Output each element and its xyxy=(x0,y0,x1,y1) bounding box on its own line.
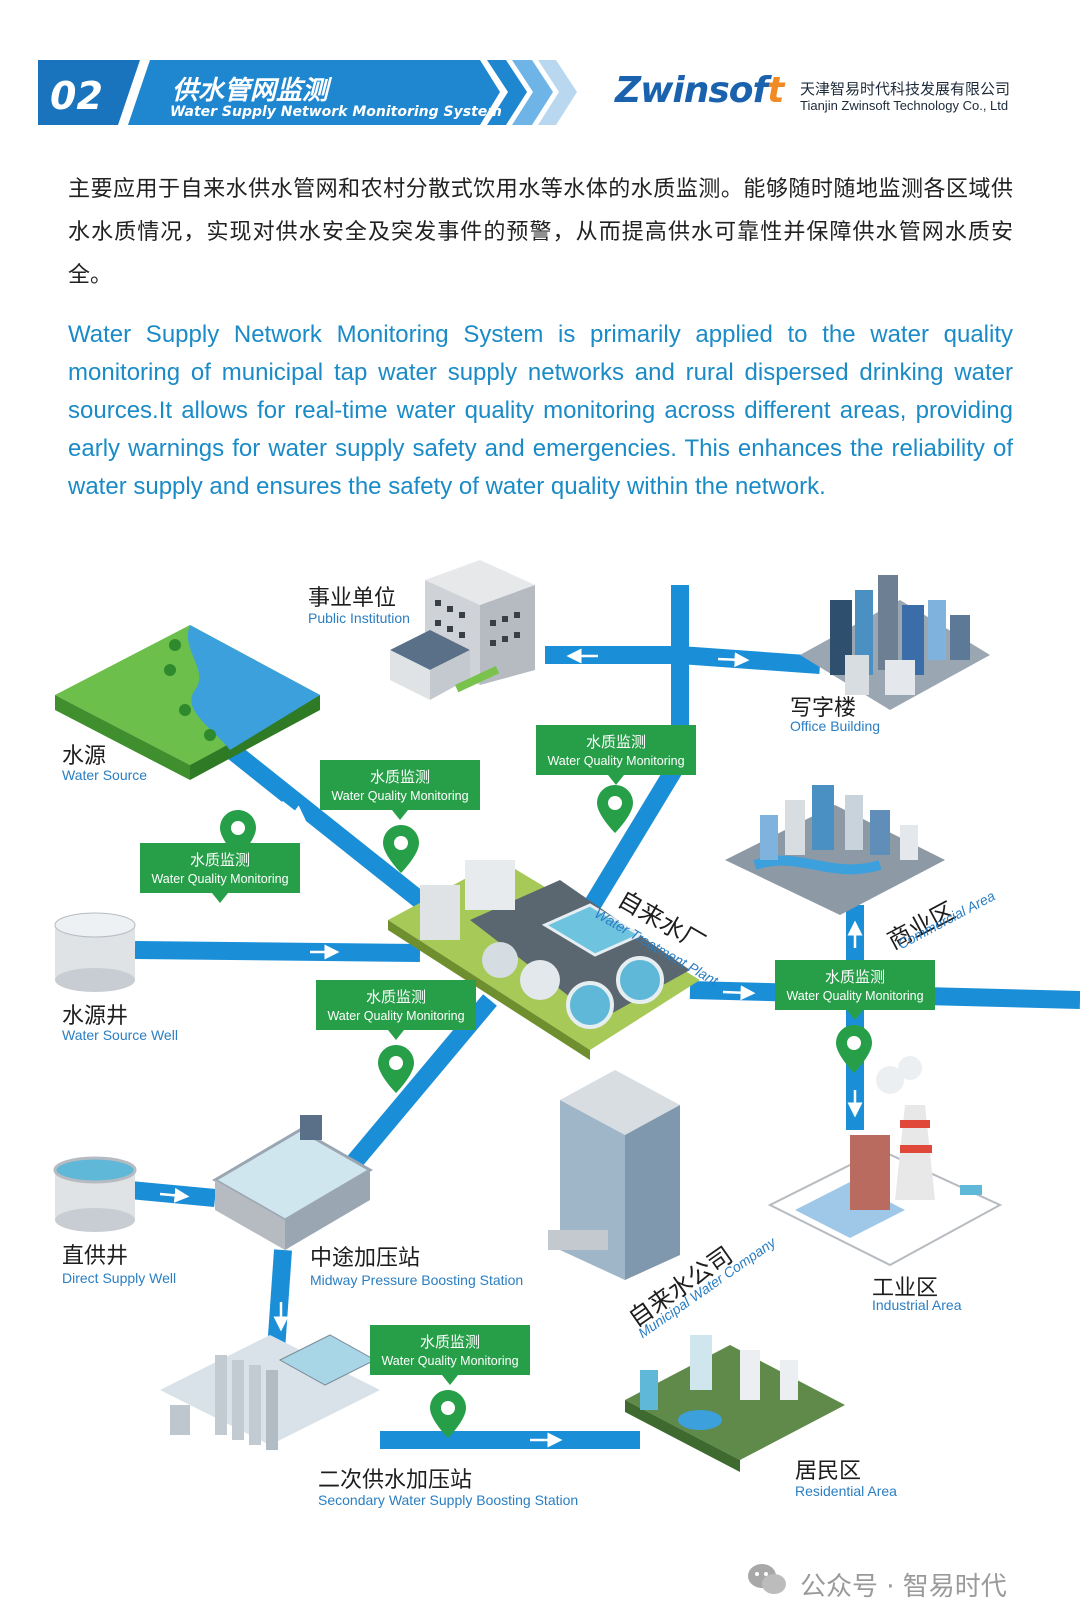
watermark-text: 公众号 · 智易时代 xyxy=(800,1572,1007,1602)
intro-text-zh: 主要应用于自来水供水管网和农村分散式饮用水等水体的水质监测。能够随时随地监测各区… xyxy=(68,177,1013,288)
direct-supply-well-illustration xyxy=(53,1156,137,1232)
water-source-label-zh: 水源 xyxy=(62,744,107,769)
section-title-zh: 供水管网监测 xyxy=(172,76,329,106)
pipe-midway-down xyxy=(267,1249,292,1351)
industrial-area-illustration xyxy=(767,1056,1003,1267)
public-institution-illustration xyxy=(390,560,535,700)
company-name-zh: 天津智易时代科技发展有限公司 xyxy=(800,80,1011,98)
direct-supply-well-label-zh: 直供井 xyxy=(62,1244,129,1269)
secondary-station-label-zh: 二次供水加压站 xyxy=(318,1468,473,1493)
office-building-label-zh: 写字楼 xyxy=(790,696,857,721)
section-title-en: Water Supply Network Monitoring System xyxy=(170,104,502,120)
municipal-company-illustration xyxy=(548,1070,680,1280)
water-source-well-label-zh: 水源井 xyxy=(62,1004,129,1029)
industrial-area-label-zh: 工业区 xyxy=(872,1276,939,1301)
public-institution-label-zh: 事业单位 xyxy=(308,586,397,611)
office-building-illustration xyxy=(800,575,990,710)
flow-arrow xyxy=(159,1187,190,1203)
pipe-network xyxy=(53,560,1080,1472)
network-diagram: 事业单位 Public Institution 写字楼 Office Build… xyxy=(0,560,1080,1620)
flow-arrow xyxy=(722,985,756,1001)
water-source-well-label-en: Water Source Well xyxy=(62,1027,178,1043)
public-institution-label-en: Public Institution xyxy=(308,610,410,626)
office-building-label-en: Office Building xyxy=(790,718,881,734)
midway-station-label-en: Midway Pressure Boosting Station xyxy=(310,1272,524,1288)
wechat-icon xyxy=(748,1564,786,1594)
header-banner xyxy=(38,60,577,125)
pipe-well xyxy=(134,941,421,962)
residential-area-label-zh: 居民区 xyxy=(795,1459,862,1484)
section-number: 02 xyxy=(50,74,103,118)
flow-arrow xyxy=(281,801,306,821)
water-source-illustration xyxy=(55,625,320,780)
page-header: 02 供水管网监测 Water Supply Network Monitorin… xyxy=(0,60,1080,130)
midway-station-label-zh: 中途加压站 xyxy=(310,1246,421,1271)
brand-logo: Zwinsoft xyxy=(615,70,784,111)
company-name-en: Tianjin Zwinsoft Technology Co., Ltd xyxy=(800,98,1009,113)
residential-area-illustration xyxy=(625,1335,845,1472)
pipe-north-east xyxy=(679,646,821,674)
midway-station-illustration xyxy=(212,1115,373,1250)
flow-arrow xyxy=(717,652,750,668)
residential-area-label-en: Residential Area xyxy=(795,1483,897,1499)
intro-text-en: Water Supply Network Monitoring System i… xyxy=(68,321,1013,500)
water-treatment-plant-illustration xyxy=(388,860,700,1060)
water-source-well-illustration xyxy=(54,912,136,992)
secondary-station-illustration xyxy=(160,1334,380,1450)
secondary-station-label-en: Secondary Water Supply Boosting Station xyxy=(318,1492,579,1508)
water-source-label-en: Water Source xyxy=(62,767,148,783)
direct-supply-well-label-en: Direct Supply Well xyxy=(62,1270,177,1286)
commercial-area-illustration xyxy=(725,785,945,915)
industrial-area-label-en: Industrial Area xyxy=(872,1297,962,1313)
pipe-plant-sw xyxy=(328,994,497,1191)
